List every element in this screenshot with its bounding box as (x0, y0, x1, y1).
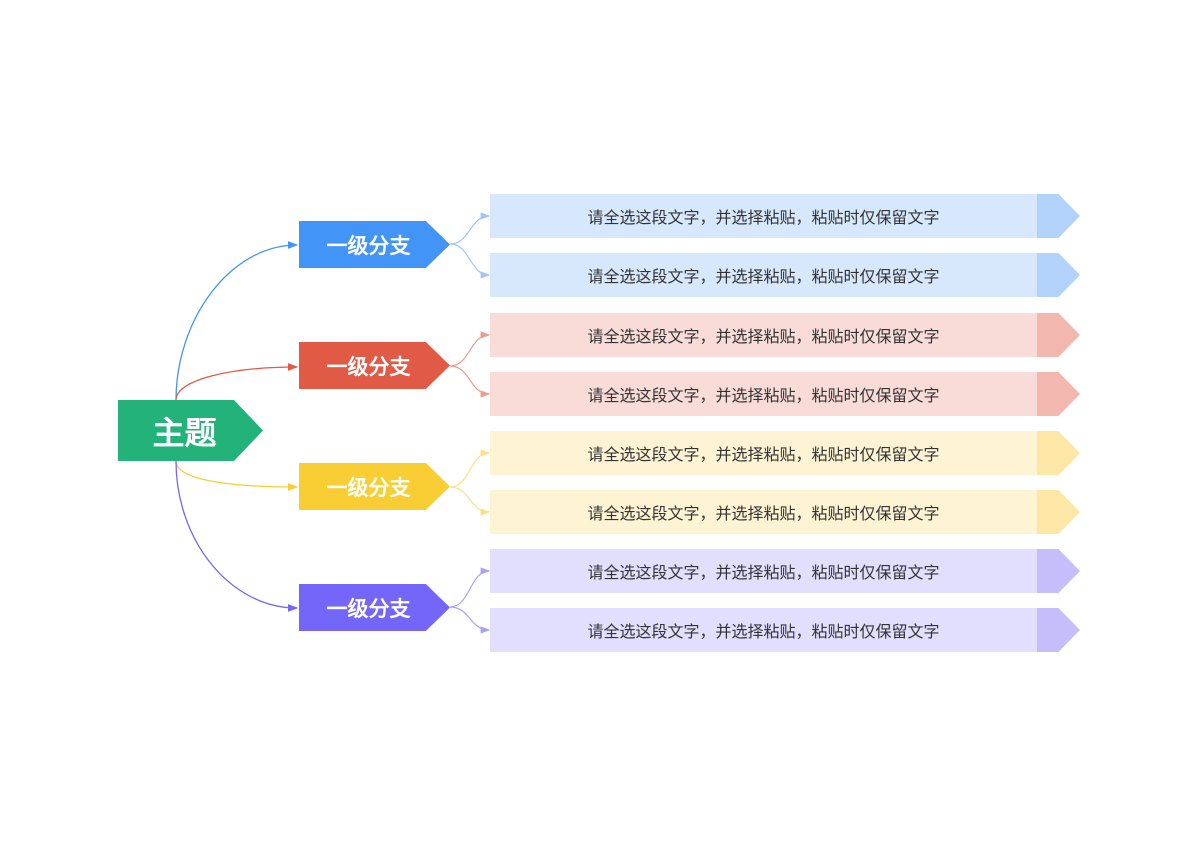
leaf-connector (449, 486, 491, 516)
leaf-text: 请全选这段文字，并选择粘贴，粘贴时仅保留文字 (490, 608, 1037, 652)
leaf-text: 请全选这段文字，并选择粘贴，粘贴时仅保留文字 (490, 194, 1037, 238)
leaf-text: 请全选这段文字，并选择粘贴，粘贴时仅保留文字 (490, 253, 1037, 297)
leaf-topic[interactable]: 请全选这段文字，并选择粘贴，粘贴时仅保留文字 (490, 549, 1080, 593)
leaf-connector (449, 331, 491, 367)
leaf-arrow-tip (1037, 549, 1080, 593)
leaf-arrow-tip (1037, 313, 1080, 357)
leaf-arrow-tip (1037, 372, 1080, 416)
leaf-arrow-tip (1037, 194, 1080, 238)
leaf-connector (449, 606, 491, 634)
branch-topic-3[interactable]: 一级分支 (299, 463, 450, 510)
branch-topic-1[interactable]: 一级分支 (299, 221, 450, 268)
leaf-text: 请全选这段文字，并选择粘贴，粘贴时仅保留文字 (490, 549, 1037, 593)
leaf-connector (449, 567, 491, 608)
leaf-topic[interactable]: 请全选这段文字，并选择粘贴，粘贴时仅保留文字 (490, 313, 1080, 357)
branch-topic-2[interactable]: 一级分支 (299, 342, 450, 389)
leaf-text: 请全选这段文字，并选择粘贴，粘贴时仅保留文字 (490, 431, 1037, 475)
branch-topic-4[interactable]: 一级分支 (299, 584, 450, 631)
leaf-text: 请全选这段文字，并选择粘贴，粘贴时仅保留文字 (490, 372, 1037, 416)
leaf-topic[interactable]: 请全选这段文字，并选择粘贴，粘贴时仅保留文字 (490, 194, 1080, 238)
leaf-connector (449, 449, 491, 488)
root-connector-1 (175, 241, 299, 401)
leaf-text: 请全选这段文字，并选择粘贴，粘贴时仅保留文字 (490, 490, 1037, 534)
leaf-topic[interactable]: 请全选这段文字，并选择粘贴，粘贴时仅保留文字 (490, 253, 1080, 297)
leaf-connector (449, 243, 491, 279)
root-connector-4 (175, 460, 299, 612)
leaf-topic[interactable]: 请全选这段文字，并选择粘贴，粘贴时仅保留文字 (490, 608, 1080, 652)
leaf-connector (449, 365, 491, 398)
root-connector-2 (175, 363, 299, 401)
leaf-topic[interactable]: 请全选这段文字，并选择粘贴，粘贴时仅保留文字 (490, 490, 1080, 534)
root-connector-3 (175, 460, 299, 491)
leaf-arrow-tip (1037, 608, 1080, 652)
leaf-arrow-tip (1037, 253, 1080, 297)
root-topic[interactable]: 主题 (118, 400, 263, 461)
leaf-arrow-tip (1037, 490, 1080, 534)
leaf-topic[interactable]: 请全选这段文字，并选择粘贴，粘贴时仅保留文字 (490, 372, 1080, 416)
leaf-arrow-tip (1037, 431, 1080, 475)
leaf-text: 请全选这段文字，并选择粘贴，粘贴时仅保留文字 (490, 313, 1037, 357)
leaf-topic[interactable]: 请全选这段文字，并选择粘贴，粘贴时仅保留文字 (490, 431, 1080, 475)
leaf-connector (449, 212, 491, 245)
